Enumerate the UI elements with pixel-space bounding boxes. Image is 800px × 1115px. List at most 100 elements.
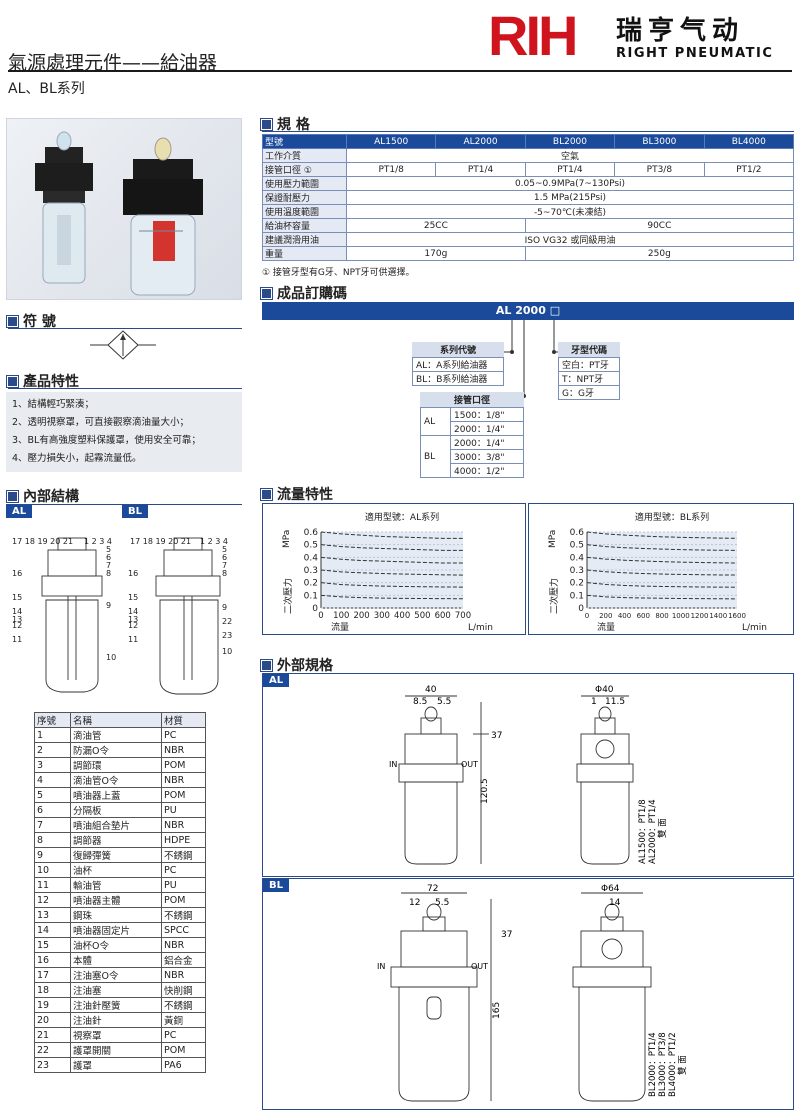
spec-row-label: 使用溫度範圍 bbox=[262, 204, 347, 219]
parts-cell: 噴油器固定片 bbox=[70, 922, 162, 938]
spec-header-cell: AL1500 bbox=[345, 134, 437, 149]
x-tick-label: 1600 bbox=[728, 612, 746, 620]
y-tick-label: 0.4 bbox=[570, 553, 585, 563]
spec-row-label: 接管口徑 ① bbox=[262, 162, 347, 177]
parts-cell: 復歸彈簧 bbox=[70, 847, 162, 863]
parts-cell: 5 bbox=[34, 787, 71, 803]
tag-bl: BL bbox=[263, 879, 289, 892]
spec-cell: 25CC bbox=[346, 218, 526, 233]
callout-number: 13 bbox=[12, 615, 22, 624]
side-note: BL2000：PT1/4 bbox=[648, 1032, 658, 1097]
series-line bbox=[586, 582, 738, 588]
y-tick-label: 0.3 bbox=[570, 566, 584, 576]
y-tick-label: 0 bbox=[578, 604, 584, 614]
parts-cell: 23 bbox=[34, 1057, 71, 1073]
callout-number: 9 bbox=[106, 601, 111, 610]
callout-number: 15 bbox=[128, 593, 138, 602]
bullet-square-icon bbox=[261, 287, 272, 299]
y-unit-label: MPa bbox=[548, 530, 558, 548]
x-tick-label: 1200 bbox=[691, 612, 709, 620]
parts-cell: PU bbox=[161, 802, 206, 818]
page-subtitle: AL、BL系列 bbox=[8, 81, 85, 97]
parts-cell: 不銹鋼 bbox=[161, 907, 206, 923]
callout-number: 7 bbox=[222, 561, 227, 570]
port-group: AL bbox=[420, 407, 451, 436]
callout-number: 7 bbox=[106, 561, 111, 570]
dim-width: 72 bbox=[427, 884, 438, 894]
x-tick-label: 400 bbox=[618, 612, 631, 620]
callout-number: 8 bbox=[106, 569, 111, 578]
parts-cell: PU bbox=[161, 877, 206, 893]
port-group: BL bbox=[420, 435, 451, 478]
parts-cell: 注油塞O令 bbox=[70, 967, 162, 983]
x-tick-label: 0 bbox=[318, 611, 323, 621]
parts-cell: 油杯 bbox=[70, 862, 162, 878]
x-tick-label: 600 bbox=[637, 612, 650, 620]
parts-cell: 注油針 bbox=[70, 1012, 162, 1028]
side-note: 雙 面 bbox=[657, 818, 668, 838]
series-line bbox=[586, 594, 738, 600]
y-tick-label: 0 bbox=[312, 604, 318, 614]
x-unit-label: L/min bbox=[468, 623, 493, 633]
spec-cell: -5~70℃(未凍結) bbox=[346, 204, 794, 219]
callout-bl-right: 1 2 3 4 bbox=[200, 537, 228, 546]
y-tick-label: 0.6 bbox=[570, 528, 585, 538]
callout-al-right: 1 2 3 4 bbox=[84, 537, 112, 546]
x-tick-label: 200 bbox=[599, 612, 612, 620]
spec-note: ① 接管牙型有G牙、NPT牙可供選擇。 bbox=[262, 268, 415, 278]
parts-cell: 11 bbox=[34, 877, 71, 893]
parts-cell: 快削鋼 bbox=[161, 982, 206, 998]
parts-cell: 14 bbox=[34, 922, 71, 938]
parts-cell: 鋁合金 bbox=[161, 952, 206, 968]
parts-cell: PA6 bbox=[161, 1057, 206, 1073]
y-axis-label: 二次壓力 bbox=[548, 578, 560, 614]
x-unit-label: L/min bbox=[742, 623, 767, 633]
x-tick-label: 1400 bbox=[709, 612, 727, 620]
page-title: 氣源處理元件——給油器 bbox=[8, 52, 218, 74]
parts-cell: 18 bbox=[34, 982, 71, 998]
dim-side-width: Φ64 bbox=[601, 884, 620, 894]
spec-row-label: 使用壓力範圍 bbox=[262, 176, 347, 191]
spec-row-label: 重量 bbox=[262, 246, 347, 261]
external-al-frame: AL 40 8.5 5.5 37 120.5 IN OUT Φ40 1 11.5… bbox=[262, 673, 794, 877]
parts-cell: NBR bbox=[161, 967, 206, 983]
port-item: 4000：1/2" bbox=[450, 463, 524, 478]
dim-width: 40 bbox=[425, 685, 437, 695]
tag-al: AL bbox=[263, 674, 290, 687]
parts-cell: HDPE bbox=[161, 832, 206, 848]
y-tick-label: 0.4 bbox=[304, 553, 319, 563]
spec-cell: PT3/8 bbox=[614, 162, 705, 177]
x-tick-label: 400 bbox=[394, 611, 410, 621]
thread-code-item: T：NPT牙 bbox=[558, 371, 620, 386]
thread-code-title: 牙型代碼 bbox=[558, 342, 620, 357]
order-heading: 成品訂購碼 bbox=[261, 283, 347, 303]
spec-row-label: 保證耐壓力 bbox=[262, 190, 347, 205]
y-unit-label: MPa bbox=[282, 530, 292, 548]
y-tick-label: 0.1 bbox=[304, 591, 318, 601]
side-note: AL1500：PT1/8 bbox=[638, 799, 648, 864]
x-tick-label: 800 bbox=[655, 612, 668, 620]
order-connector-lines bbox=[504, 320, 562, 398]
parts-cell: 不銹鋼 bbox=[161, 847, 206, 863]
divider bbox=[6, 504, 242, 505]
x-tick-label: 200 bbox=[353, 611, 369, 621]
symbol-heading: 符 號 bbox=[7, 311, 56, 331]
callout-number: 9 bbox=[222, 603, 227, 612]
callout-number: 23 bbox=[222, 631, 232, 640]
parts-cell: 調節環 bbox=[70, 757, 162, 773]
callout-number: 22 bbox=[222, 617, 232, 626]
port-item: 3000：3/8" bbox=[450, 449, 524, 464]
port-item: 2000：1/4" bbox=[450, 435, 524, 450]
parts-cell: POM bbox=[161, 757, 206, 773]
spec-cell: 空氣 bbox=[346, 148, 794, 163]
